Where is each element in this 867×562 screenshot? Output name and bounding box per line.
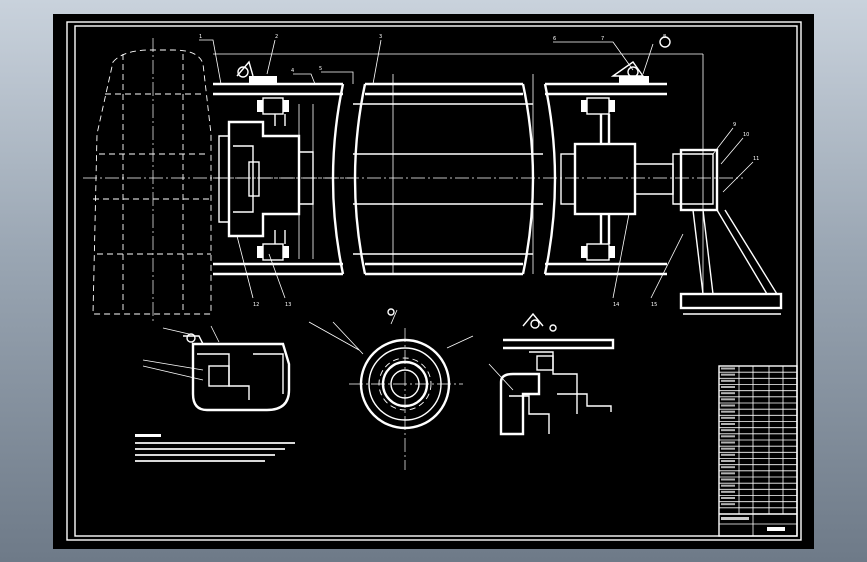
part-number-marks: 1 2 3 4 5 6 7 8 9 10 11 12 13 14 15 <box>199 34 759 308</box>
drawing-viewport[interactable]: 1 2 3 4 5 6 7 8 9 10 11 12 13 14 15 <box>53 14 814 549</box>
detail-view-c <box>488 312 615 436</box>
parts-list-entry <box>721 503 735 506</box>
parts-list-entry <box>721 435 735 438</box>
cad-drawing: 1 2 3 4 5 6 7 8 9 10 11 12 13 14 15 <box>66 21 802 541</box>
parts-list-entry <box>721 367 735 370</box>
parts-list-entry <box>721 490 735 493</box>
outer-border <box>66 21 802 541</box>
parts-list-entry <box>721 416 735 419</box>
parts-list-entry <box>721 497 735 499</box>
parts-list-entry <box>721 447 735 450</box>
support-bracket <box>679 209 783 315</box>
parts-list-entry <box>721 453 735 456</box>
detail-view-b <box>308 308 474 470</box>
parts-list-entry <box>721 429 735 432</box>
parts-list-entry <box>721 386 735 388</box>
svg-text:5: 5 <box>319 66 322 72</box>
parts-list-entry <box>721 472 735 475</box>
parts-list-entry <box>721 466 735 469</box>
parts-list-entry <box>721 379 735 382</box>
svg-text:2: 2 <box>275 34 278 40</box>
svg-text:10: 10 <box>743 132 749 138</box>
svg-text:12: 12 <box>253 302 259 308</box>
svg-text:14: 14 <box>613 302 619 308</box>
parts-list-entry <box>721 484 735 487</box>
svg-text:9: 9 <box>733 122 736 128</box>
parts-list-entry <box>721 392 735 395</box>
leader-lines <box>199 39 754 299</box>
svg-text:15: 15 <box>651 302 657 308</box>
parts-list-entry <box>721 398 735 401</box>
title-block <box>718 365 798 537</box>
svg-text:1: 1 <box>199 34 202 40</box>
parts-list-entry <box>721 404 735 407</box>
right-bearing-assembly <box>560 36 719 261</box>
svg-text:11: 11 <box>753 156 759 162</box>
svg-text:8: 8 <box>663 34 666 40</box>
svg-text:6: 6 <box>553 36 556 42</box>
parts-list-entry <box>721 373 735 376</box>
parts-list-entry <box>721 410 735 413</box>
technical-notes <box>135 434 295 462</box>
parts-list-entry <box>721 460 735 462</box>
parts-list-entry <box>721 441 735 444</box>
inner-border <box>74 25 798 537</box>
parts-list-entry <box>721 478 735 481</box>
svg-text:7: 7 <box>601 36 604 42</box>
svg-text:13: 13 <box>285 302 291 308</box>
svg-text:3: 3 <box>379 34 382 40</box>
svg-text:4: 4 <box>291 68 294 74</box>
detail-view-a <box>142 325 291 412</box>
parts-list-entry <box>721 423 735 425</box>
hidden-lines <box>298 104 314 259</box>
dimension-lines <box>392 74 534 274</box>
shell-rails <box>213 82 667 276</box>
